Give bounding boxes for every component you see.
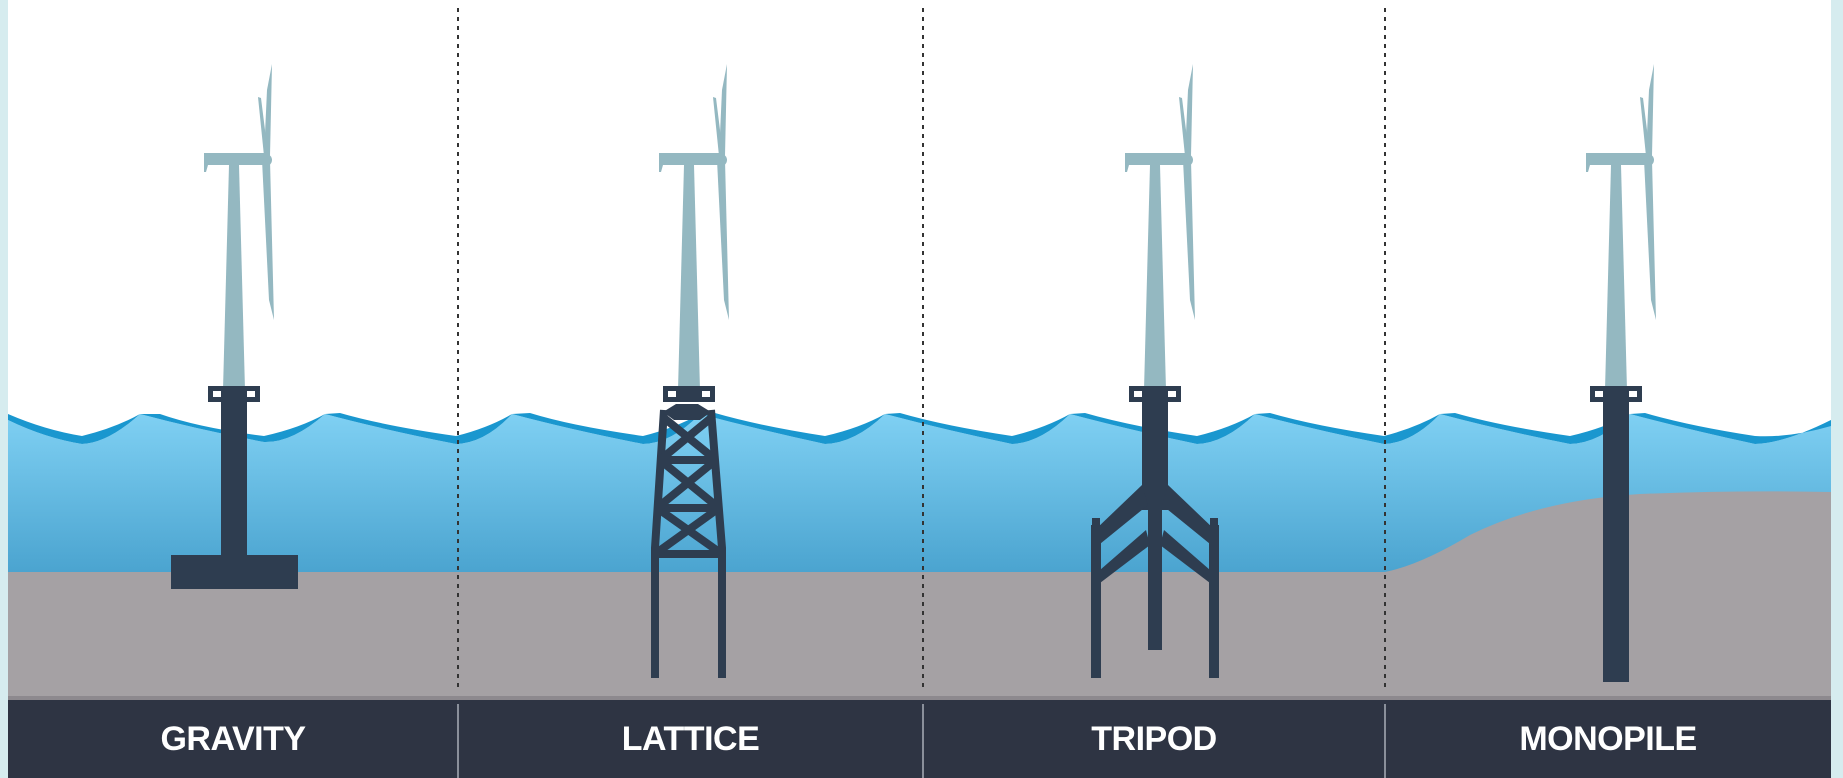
platform-post	[208, 386, 213, 402]
transition-piece	[1603, 390, 1629, 402]
blade	[717, 160, 729, 320]
nacelle	[204, 153, 267, 172]
blade	[719, 64, 727, 156]
label-gravity: GRAVITY	[160, 719, 306, 758]
label-monopile: MONOPILE	[1519, 719, 1697, 758]
tripod-foundation	[1091, 400, 1219, 678]
lattice-foundation	[651, 404, 726, 678]
turbines	[204, 64, 1656, 402]
turbine-tower	[678, 165, 700, 390]
label-tripod: TRIPOD	[1091, 719, 1217, 758]
transition-piece	[676, 390, 702, 402]
platform-top	[208, 386, 260, 391]
blade	[1185, 64, 1193, 156]
platform-top	[1590, 386, 1642, 391]
frame-right	[1831, 0, 1843, 778]
nacelle	[659, 153, 722, 172]
blade	[1640, 97, 1650, 156]
platform-post	[710, 386, 715, 402]
blade	[1179, 97, 1189, 156]
blade	[1644, 160, 1656, 320]
blade	[1646, 64, 1654, 156]
transition-piece	[1142, 390, 1168, 402]
label-lattice: LATTICE	[621, 719, 760, 758]
turbine-tower	[1605, 165, 1627, 390]
platform-post	[663, 386, 668, 402]
blade	[258, 97, 268, 156]
panel-dividers	[457, 8, 1386, 690]
nacelle	[1125, 153, 1188, 172]
turbine-tower	[223, 165, 245, 390]
blade	[262, 160, 274, 320]
frame-left	[0, 0, 8, 778]
platform-post	[255, 386, 260, 402]
label-bar-shadow	[8, 696, 1831, 700]
turbine-lattice	[659, 64, 729, 402]
seabed	[8, 491, 1831, 700]
blade	[264, 64, 272, 156]
nacelle	[1586, 153, 1649, 172]
platform-post	[1637, 386, 1642, 402]
platform-post	[1176, 386, 1181, 402]
platform-post	[1129, 386, 1134, 402]
label-bar	[8, 700, 1831, 778]
platform-top	[1129, 386, 1181, 391]
wave-crests	[8, 413, 1831, 444]
turbine-gravity	[204, 64, 274, 402]
turbine-monopile	[1586, 64, 1656, 402]
turbine-tripod	[1125, 64, 1195, 402]
blade	[1183, 160, 1195, 320]
turbine-tower	[1144, 165, 1166, 390]
sea-water	[8, 414, 1831, 575]
gravity-foundation	[171, 400, 298, 589]
platform-post	[1590, 386, 1595, 402]
platform-top	[663, 386, 715, 391]
label-separators	[457, 704, 1386, 778]
blade	[713, 97, 723, 156]
transition-piece	[221, 390, 247, 402]
monopile-foundation	[1603, 400, 1629, 682]
